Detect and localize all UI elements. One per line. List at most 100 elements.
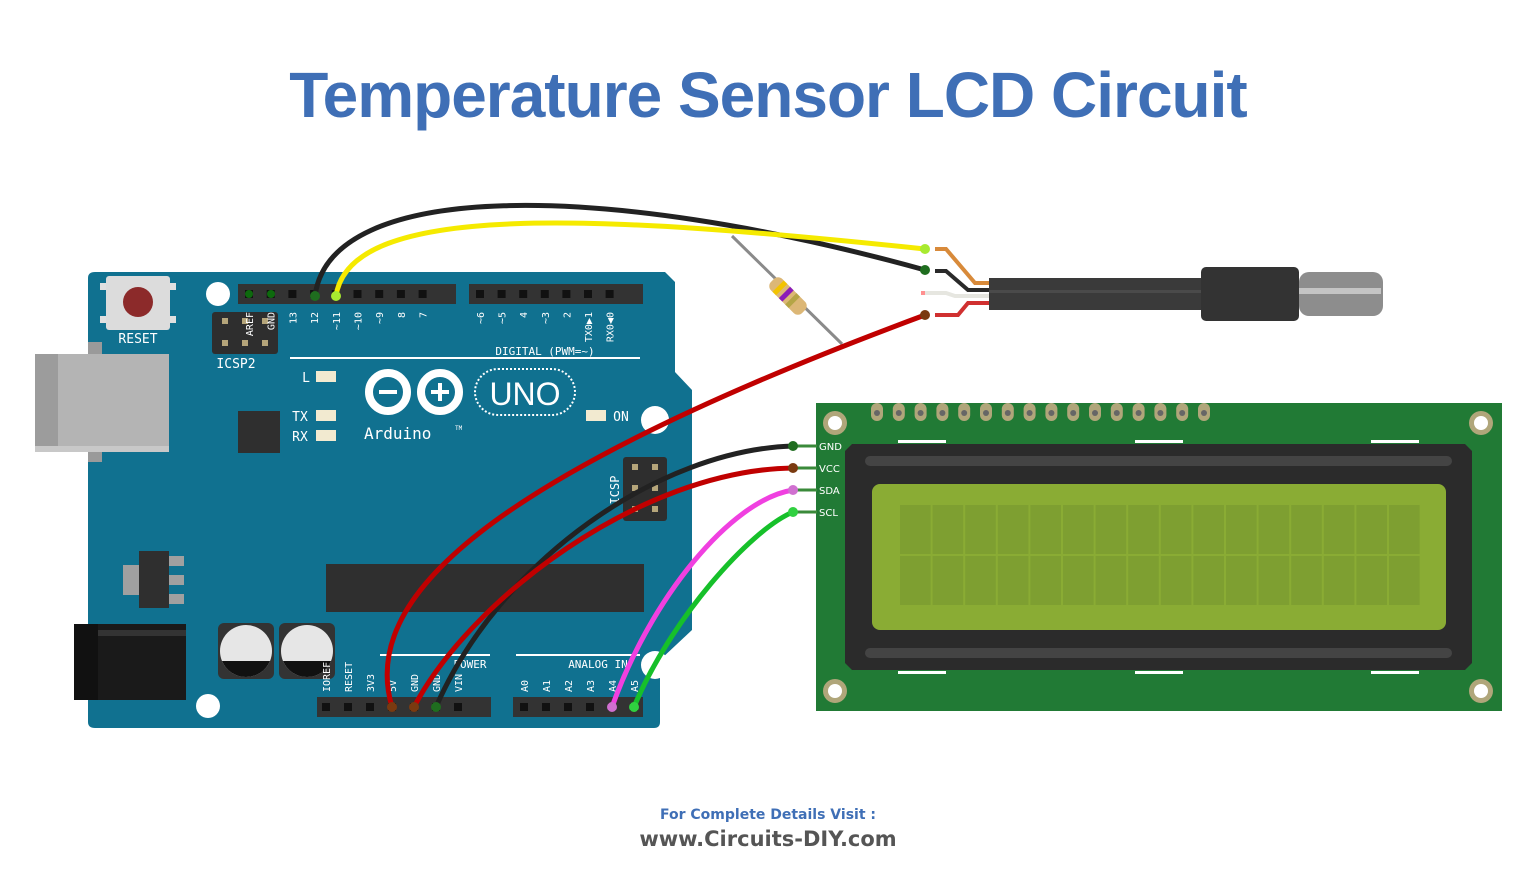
analog-pin-label: A0 xyxy=(520,680,531,692)
digital-pin-4[interactable] xyxy=(519,290,528,298)
power-pin-label: 5V xyxy=(388,680,399,692)
lcd-char-cell xyxy=(1128,556,1159,605)
digital-pin-2[interactable] xyxy=(562,290,571,298)
reset-button[interactable] xyxy=(100,276,176,330)
lcd-pin-sda-label: SDA xyxy=(819,486,840,497)
analog-pin-label: A2 xyxy=(564,680,575,692)
power-pin-RESET[interactable] xyxy=(344,703,352,711)
icsp2-label: ICSP2 xyxy=(216,357,255,372)
uno-badge xyxy=(474,368,576,416)
lcd-char-cell xyxy=(900,556,931,605)
power-jack xyxy=(74,624,186,700)
analog-pin-label: A5 xyxy=(630,680,641,692)
probe-sleeve xyxy=(1201,267,1299,321)
lcd-char-cell xyxy=(1160,505,1192,554)
ds18b20-temperature-probe xyxy=(921,247,1383,321)
analog-pin-A3[interactable] xyxy=(586,703,594,711)
power-pin-3V3[interactable] xyxy=(366,703,374,711)
wire-5v-lcd-vcc xyxy=(411,465,794,709)
digital-header-label: DIGITAL (PWM=~) xyxy=(495,345,594,358)
mount-hole xyxy=(196,694,220,718)
power-pin-label: RESET xyxy=(344,662,355,692)
wire-a5-lcd-scl xyxy=(631,509,794,708)
digital-pin-~10[interactable] xyxy=(353,290,362,298)
analog-pin-label: A1 xyxy=(542,680,553,692)
digital-pin-8[interactable] xyxy=(396,290,405,298)
lcd-char-cell xyxy=(932,556,964,605)
lcd-char-cell xyxy=(1063,556,1094,605)
lcd-char-cell xyxy=(1160,556,1192,605)
digital-pin-7[interactable] xyxy=(418,290,427,298)
digital-pin-label: TX0▶1 xyxy=(584,312,595,342)
power-pin-VIN[interactable] xyxy=(454,703,462,711)
digital-pin-RX0◀0[interactable] xyxy=(605,290,614,298)
lcd-char-cell xyxy=(1323,556,1355,605)
digital-pin-label: 7 xyxy=(419,312,430,318)
probe-cable xyxy=(989,278,1207,310)
lcd-char-cell xyxy=(1356,505,1387,554)
analog-pin-A0[interactable] xyxy=(520,703,528,711)
resistor-band xyxy=(778,286,794,302)
digital-pin-label: 12 xyxy=(310,312,321,324)
power-pin-label: VIN xyxy=(454,674,465,692)
digital-pin-~3[interactable] xyxy=(540,290,549,298)
voltage-regulator xyxy=(123,551,184,608)
digital-pin-TX0▶1[interactable] xyxy=(584,290,592,298)
power-pin-label: GND xyxy=(432,674,443,692)
led-l-label: L xyxy=(302,371,310,386)
mount-hole xyxy=(206,282,230,306)
pullup-resistor xyxy=(730,234,844,346)
led-rx xyxy=(316,430,336,441)
trademark: TM xyxy=(455,425,463,432)
led-tx xyxy=(316,410,336,421)
digital-pin-label: ~6 xyxy=(476,312,487,324)
led-tx-label: TX xyxy=(292,410,308,425)
lcd-char-cell xyxy=(932,505,964,554)
footer-caption: For Complete Details Visit : xyxy=(660,807,876,823)
lcd-char-cell xyxy=(900,505,931,554)
lcd-char-cell xyxy=(1291,556,1322,605)
lcd-char-cell xyxy=(1356,556,1387,605)
led-on xyxy=(586,410,606,421)
digital-pin-label: ~9 xyxy=(375,312,386,324)
analog-header-label: ANALOG IN xyxy=(568,658,628,671)
arduino-logo-icon xyxy=(365,369,463,415)
arduino-logo-text: Arduino xyxy=(364,424,431,443)
wire-a4-lcd-sda xyxy=(609,487,794,708)
digital-pin-~5[interactable] xyxy=(497,290,506,298)
digital-pin-~9[interactable] xyxy=(375,290,384,298)
wire-3v3-sensor-vcc xyxy=(384,312,926,708)
wires xyxy=(310,202,930,712)
capacitor xyxy=(218,623,274,679)
power-pin-label: GND xyxy=(410,674,421,692)
icsp2-header xyxy=(212,312,278,354)
lcd-char-cell xyxy=(1226,505,1257,554)
analog-pin-A2[interactable] xyxy=(564,703,572,711)
lcd-char-cell xyxy=(1291,505,1322,554)
resistor-band xyxy=(785,293,801,309)
digital-pin-13[interactable] xyxy=(288,290,297,298)
lcd-char-cell xyxy=(1030,505,1061,554)
digital-pin-label: ~5 xyxy=(498,312,509,324)
capacitor xyxy=(279,623,335,679)
lcd-char-cell xyxy=(1258,505,1290,554)
analog-pin-A1[interactable] xyxy=(542,703,550,711)
digital-pin-header xyxy=(238,284,643,304)
digital-pin-label: 8 xyxy=(397,312,408,318)
lcd-char-cell xyxy=(1389,556,1420,605)
uno-label: UNO xyxy=(489,376,560,412)
lcd-char-cell xyxy=(1095,505,1127,554)
digital-pin-label: ~11 xyxy=(332,312,343,330)
lcd-char-cell xyxy=(1323,505,1355,554)
digital-pin-~6[interactable] xyxy=(476,290,484,298)
digital-pin-label: 13 xyxy=(288,312,299,324)
footer-website-link[interactable]: www.Circuits-DIY.com xyxy=(639,827,897,851)
lcd-char-cell xyxy=(1063,505,1094,554)
atmega-chip xyxy=(326,564,644,612)
lcd-char-cell xyxy=(1095,556,1127,605)
lcd-pin-gnd-label: GND xyxy=(819,442,842,453)
power-pin-IOREF[interactable] xyxy=(322,703,330,711)
lcd-pin-vcc-label: VCC xyxy=(819,464,840,475)
